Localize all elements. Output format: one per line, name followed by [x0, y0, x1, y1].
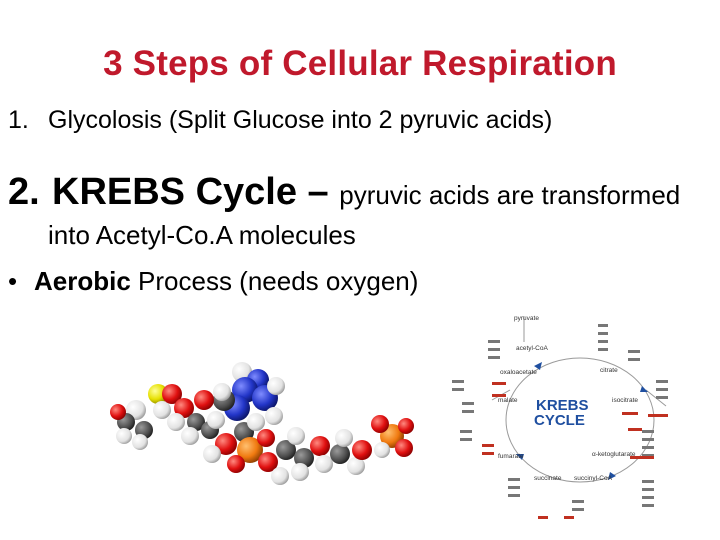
step-1-number: 1. — [8, 106, 29, 134]
step-2-text: pyruvic acids are transformed — [339, 180, 681, 210]
label-acetyl-coa: acetyl-CoA — [516, 345, 548, 352]
label-isocitrate: isocitrate — [612, 397, 638, 404]
label-fumarate: fumarate — [498, 453, 524, 460]
aerobic-text: Process (needs oxygen) — [130, 266, 419, 296]
step-2-number: 2. — [8, 171, 40, 213]
step-2-continuation: into Acetyl-Co.A molecules — [48, 220, 356, 250]
label-pyruvate: pyruvate — [514, 315, 539, 322]
label-oxaloacetate: oxaloacetate — [500, 369, 537, 376]
step-2-heading: KREBS Cycle – — [52, 171, 340, 213]
molecule-structure-marks — [452, 324, 668, 511]
acetyl-coa-molecule-image — [110, 362, 414, 485]
label-malate: malate — [498, 397, 518, 404]
label-succinyl-coa: succinyl-CoA — [574, 475, 613, 482]
step-1: 1. Glycolosis (Split Glucose into 2 pyruv… — [8, 106, 552, 135]
label-citrate: citrate — [600, 367, 618, 374]
step-1-text: Glycolosis (Split Glucose into 2 pyruvic… — [48, 106, 553, 134]
bullet-icon: • — [8, 266, 18, 296]
cycle-label: CYCLE — [534, 412, 585, 429]
slide-title: 3 Steps of Cellular Respiration — [103, 44, 617, 83]
krebs-cycle-diagram: KREBS CYCLE pyruvate acetyl-CoA oxaloace… — [452, 315, 668, 519]
cofactor-marks — [482, 382, 668, 519]
aerobic-word: Aerobic — [34, 266, 131, 296]
label-ketoglutarate: α-ketoglutarate — [592, 451, 636, 458]
step-2: 2. KREBS Cycle – pyruvic acids are transf… — [8, 168, 680, 224]
aerobic-bullet: • Aerobic Process (needs oxygen) — [8, 266, 418, 297]
krebs-label: KREBS — [536, 397, 589, 414]
label-succinate: succinate — [534, 475, 562, 482]
